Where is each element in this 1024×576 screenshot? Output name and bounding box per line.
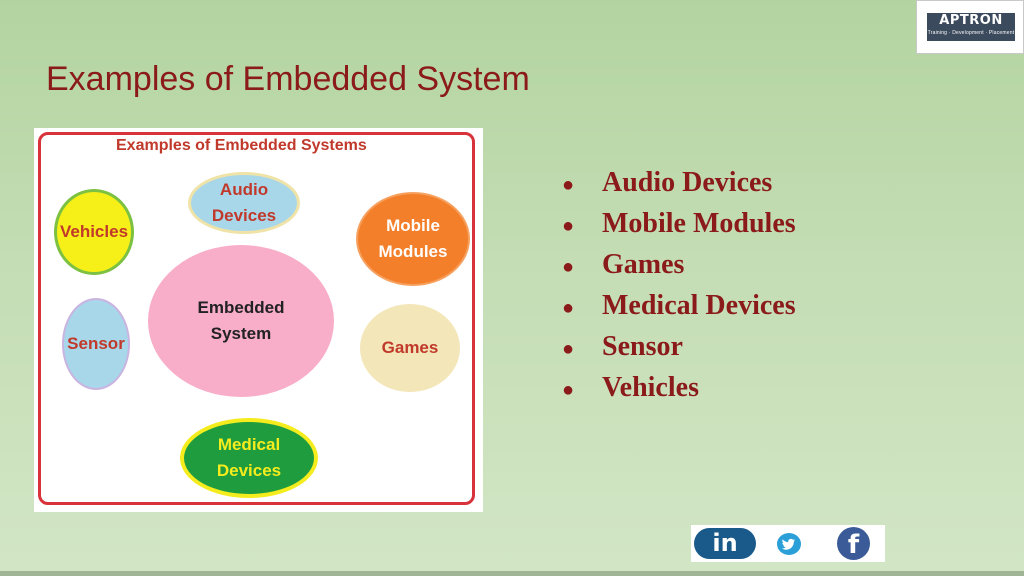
list-item-text: Medical Devices xyxy=(602,290,796,321)
bottom-divider xyxy=(0,571,1024,576)
diagram-title: Examples of Embedded Systems xyxy=(116,137,367,154)
linkedin-icon[interactable]: in xyxy=(694,528,756,559)
logo-tagline: Training · Development · Placement xyxy=(927,30,1015,36)
bubble-games: Games xyxy=(360,304,460,392)
aptron-logo: APTRON Training · Development · Placemen… xyxy=(916,0,1024,54)
bubble-label-line: System xyxy=(210,324,272,343)
slide-title: Examples of Embedded System xyxy=(46,60,530,98)
bubble-label-line: Mobile xyxy=(386,216,440,235)
bullet-icon: ● xyxy=(562,379,575,401)
twitter-icon[interactable] xyxy=(777,533,801,555)
bubble-sensor: Sensor xyxy=(62,298,130,390)
list-item-text: Vehicles xyxy=(602,372,699,403)
bubble-label-line: Medical xyxy=(217,435,281,454)
bubble-label-line: Audio xyxy=(219,180,269,199)
facebook-icon[interactable]: f xyxy=(837,527,870,560)
bullet-icon: ● xyxy=(562,174,575,196)
bullet-icon: ● xyxy=(562,215,575,237)
list-item: ● Games xyxy=(562,244,796,285)
list-item: ● Medical Devices xyxy=(562,285,796,326)
bullet-icon: ● xyxy=(562,256,575,278)
bubble-vehicles: Vehicles xyxy=(54,189,134,275)
twitter-bird-icon xyxy=(782,538,795,550)
logo-badge: APTRON Training · Development · Placemen… xyxy=(927,13,1015,41)
bubble-label-line: Vehicles xyxy=(59,222,129,241)
social-links-bar: in f xyxy=(691,525,885,562)
bubble-label-line: Sensor xyxy=(67,334,125,353)
bubble-label-line: Devices xyxy=(216,461,282,480)
list-item: ● Audio Devices xyxy=(562,162,796,203)
list-item: ● Mobile Modules xyxy=(562,203,796,244)
bubble-label-line: Embedded xyxy=(197,298,285,317)
bullet-icon: ● xyxy=(562,338,575,360)
diagram-frame xyxy=(38,132,475,505)
bubble-label-line: Modules xyxy=(378,242,448,261)
list-item: ● Sensor xyxy=(562,326,796,367)
bubble-label-line: Devices xyxy=(211,206,277,225)
list-item-text: Sensor xyxy=(602,331,683,362)
examples-bullet-list: ● Audio Devices ● Mobile Modules ● Games ● M… xyxy=(562,162,796,408)
bubble-label-line: Games xyxy=(381,338,439,357)
list-item-text: Mobile Modules xyxy=(602,208,796,239)
list-item: ● Vehicles xyxy=(562,367,796,408)
logo-brand: APTRON xyxy=(939,13,1003,28)
bullet-icon: ● xyxy=(562,297,575,319)
list-item-text: Audio Devices xyxy=(602,167,773,198)
list-item-text: Games xyxy=(602,249,685,280)
